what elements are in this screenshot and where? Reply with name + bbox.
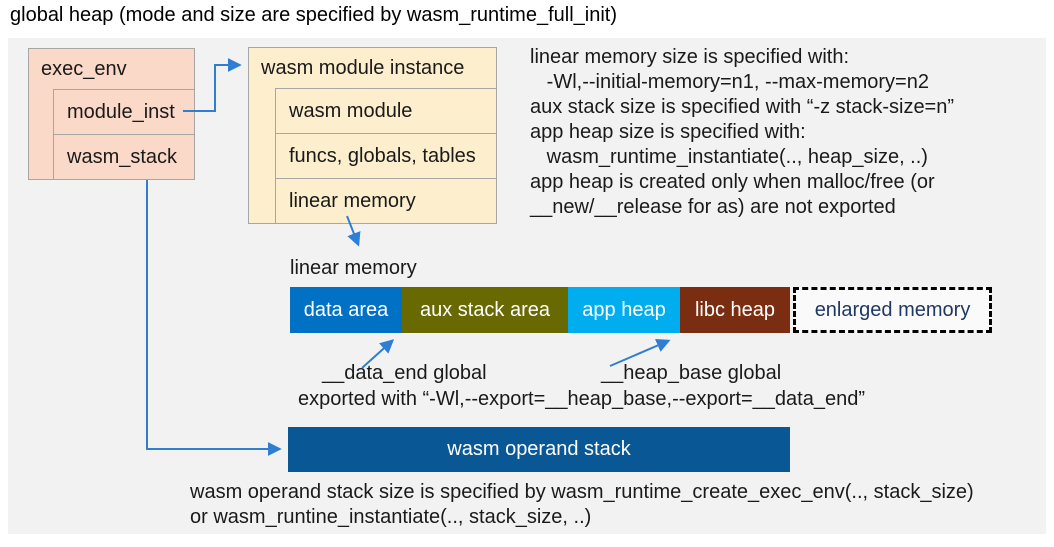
exec-env-title: exec_env [41, 57, 127, 80]
heap-base-global-label: __heap_base global [601, 362, 782, 384]
linear-memory-label: linear memory [290, 257, 417, 279]
exec-env-row-wasm-stack: wasm_stack [53, 134, 194, 179]
module-instance-box: wasm module instance wasm module funcs, … [248, 47, 497, 224]
page-title: global heap (mode and size are specified… [10, 4, 617, 26]
wasm-operand-stack-box: wasm operand stack [288, 427, 790, 472]
note-line: -Wl,--initial-memory=n1, --max-memory=n2 [530, 71, 929, 93]
segment-app-heap: app heap [568, 287, 680, 333]
data-end-global-label: __data_end global [322, 362, 487, 384]
exec-env-row-module-inst: module_inst [53, 89, 194, 134]
note-line: app heap size is specified with: [530, 121, 806, 143]
footer-line: or wasm_runtine_instantiate(.., stack_si… [190, 506, 592, 528]
module-instance-row-funcs-globals-tables: funcs, globals, tables [275, 133, 496, 178]
segment-aux-stack-area: aux stack area [402, 287, 568, 333]
footer-block: wasm operand stack size is specified by … [190, 480, 974, 530]
exec-env-box: exec_env module_inst wasm_stack [28, 48, 195, 180]
exec-env-cells: module_inst wasm_stack [53, 89, 194, 179]
module-instance-row-wasm-module: wasm module [275, 88, 496, 133]
module-instance-row-linear-memory: linear memory [275, 178, 496, 223]
note-line: app heap is created only when malloc/fre… [530, 171, 935, 193]
note-line: aux stack size is specified with “-z sta… [530, 96, 955, 118]
footer-line: wasm operand stack size is specified by … [190, 481, 974, 503]
notes-block: linear memory size is specified with: -W… [530, 45, 954, 220]
segment-enlarged-memory: enlarged memory [793, 287, 992, 333]
note-line: linear memory size is specified with: [530, 46, 849, 68]
segment-libc-heap: libc heap [680, 287, 790, 333]
module-instance-title: wasm module instance [261, 56, 465, 79]
note-line: __new/__release for as) are not exported [530, 196, 896, 218]
exported-with-label: exported with “-Wl,--export=__heap_base,… [298, 388, 865, 410]
module-instance-cells: wasm module funcs, globals, tables linea… [275, 88, 496, 223]
segment-data-area: data area [290, 287, 402, 333]
note-line: wasm_runtime_instantiate(.., heap_size, … [530, 146, 928, 168]
enlarged-memory-label: enlarged memory [814, 298, 971, 321]
